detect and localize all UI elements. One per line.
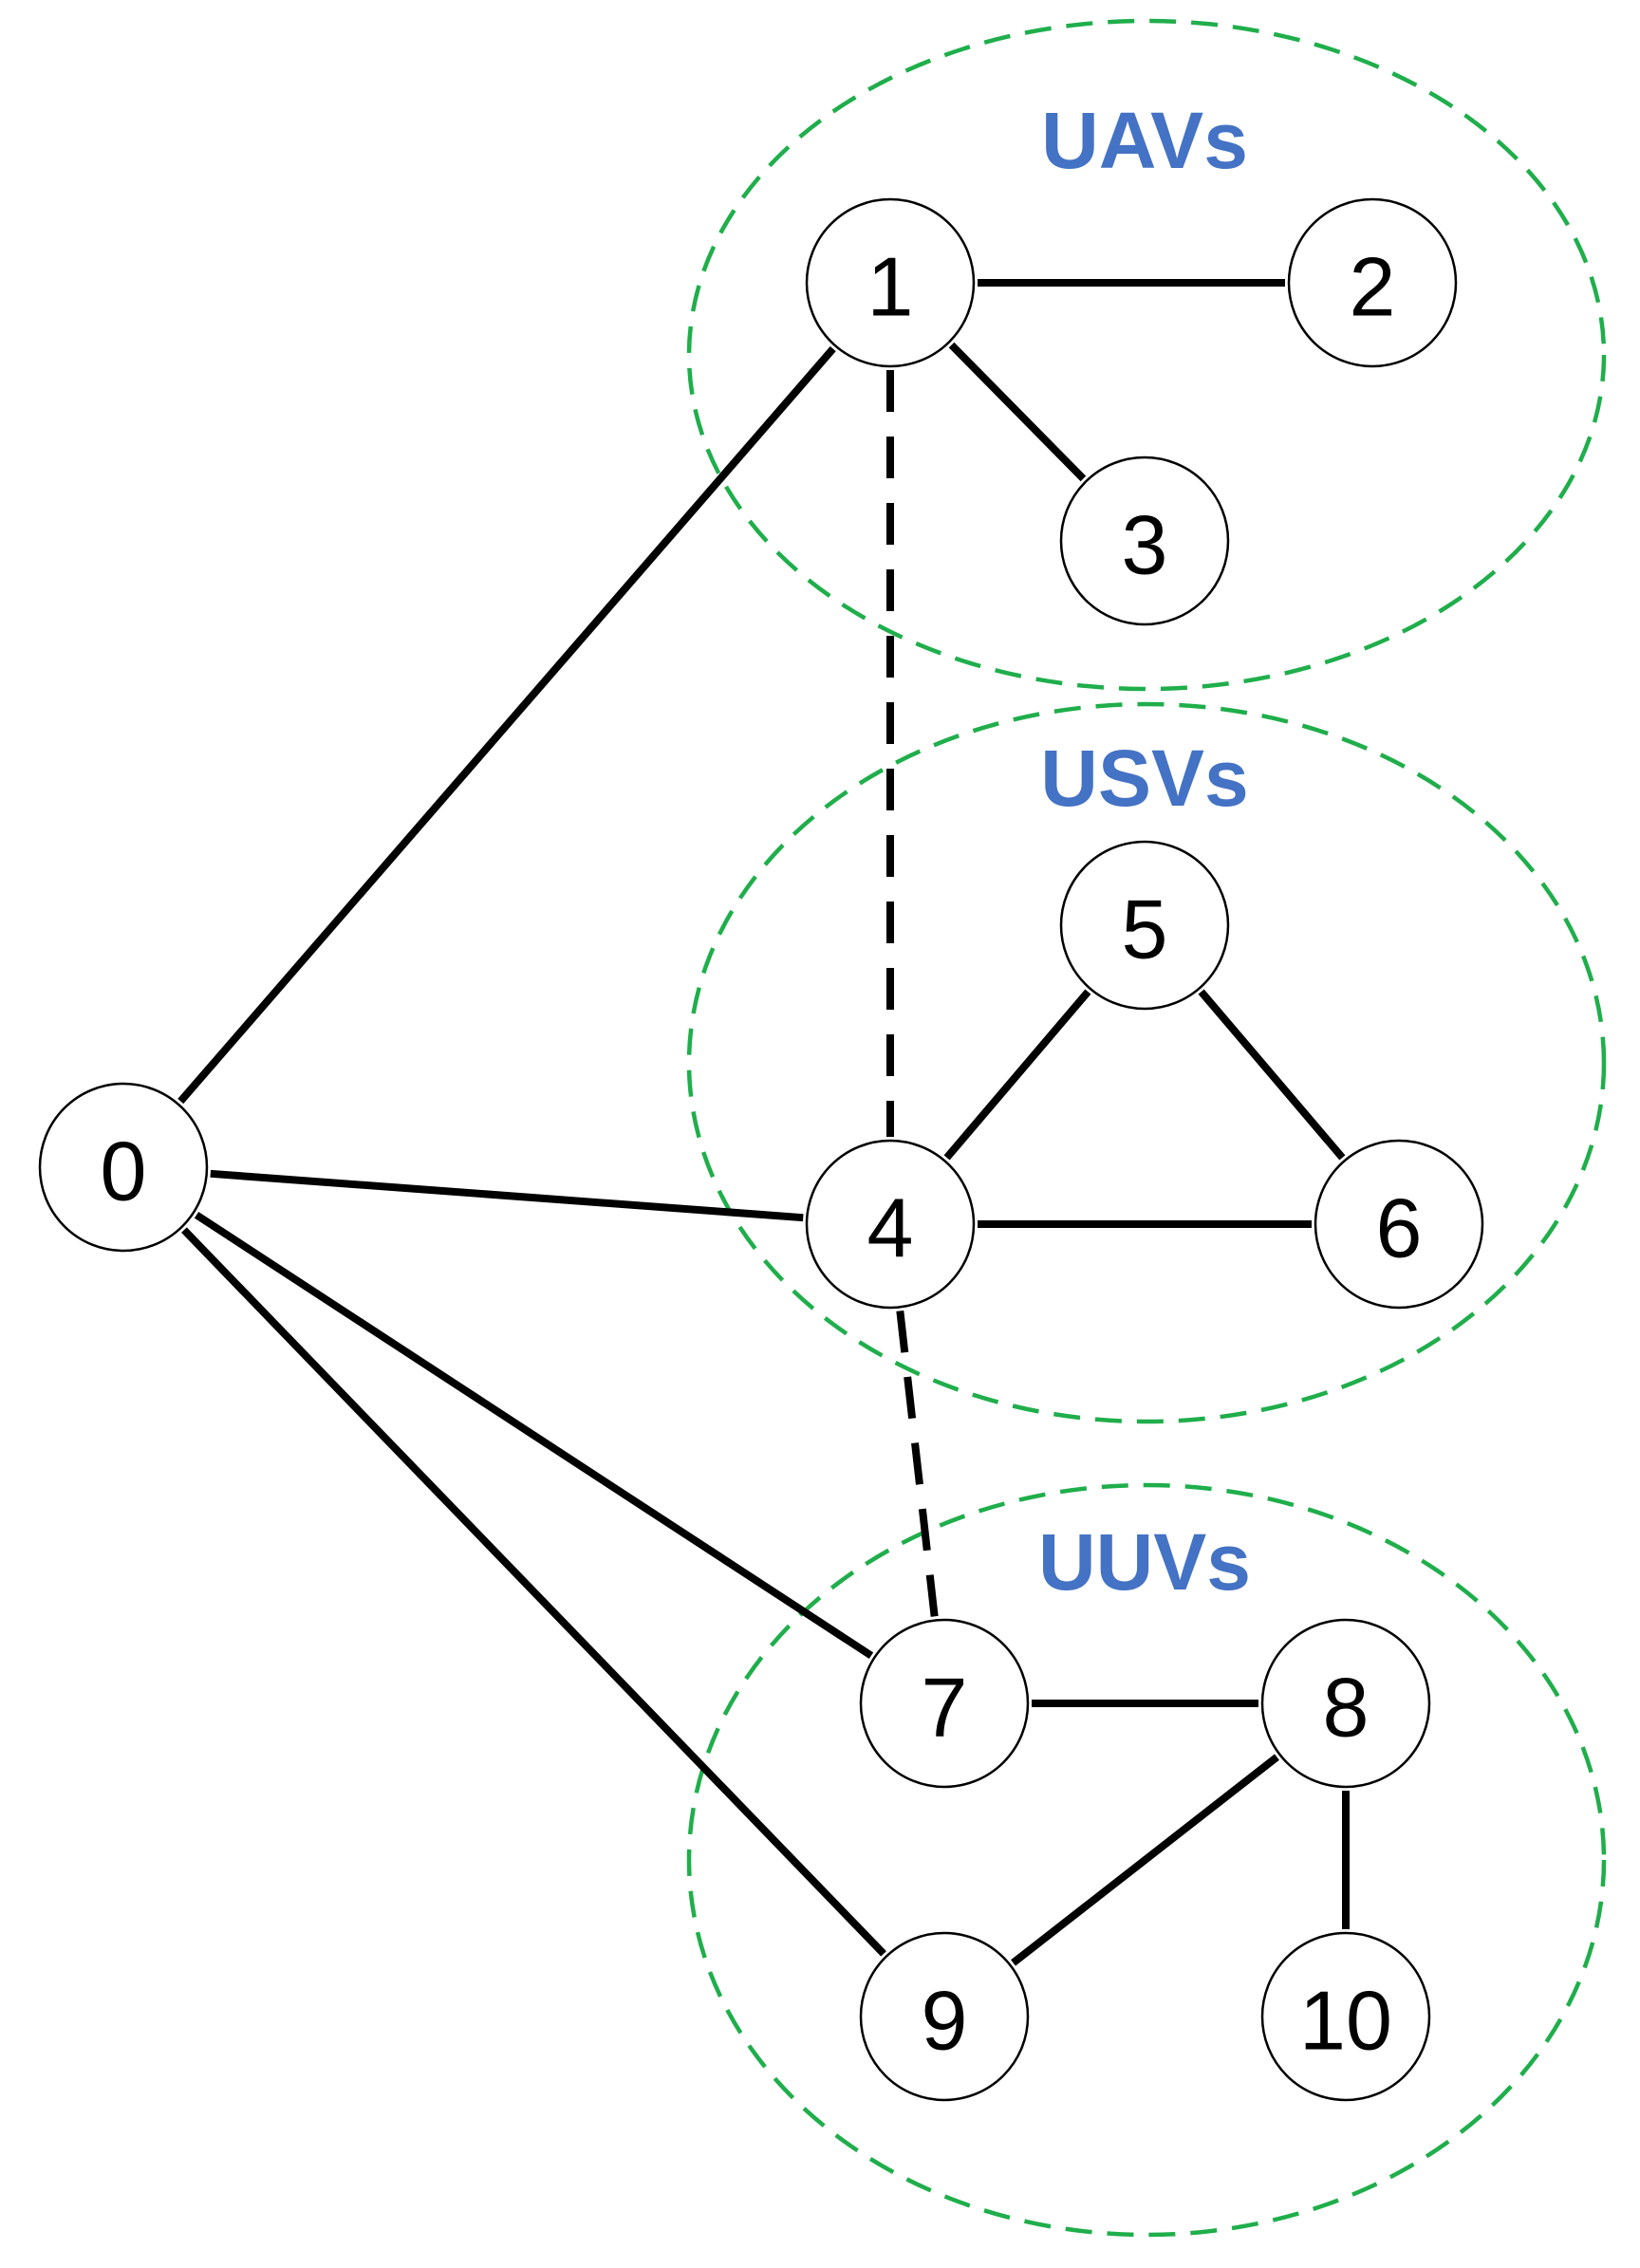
node-circle-3	[1059, 455, 1230, 626]
node-label-0: 0	[101, 1125, 147, 1218]
node-10: 10	[1260, 1931, 1431, 2102]
group-boundary-usv	[686, 701, 1607, 1424]
node-label-10: 10	[1299, 1974, 1392, 2068]
node-label-4: 4	[867, 1181, 914, 1275]
edge-4-7	[896, 1310, 939, 1618]
node-7: 7	[859, 1618, 1030, 1789]
node-circle-8	[1260, 1618, 1431, 1789]
edge-0-9	[181, 1227, 886, 1957]
group-label-usv: USVs	[1040, 734, 1248, 823]
edge-5-6	[1198, 989, 1346, 1161]
group-label-uuv: UUVs	[1038, 1517, 1251, 1607]
group-label-uav: UAVs	[1041, 96, 1248, 185]
node-label-9: 9	[922, 1974, 968, 2068]
node-circle-2	[1287, 197, 1458, 368]
node-4: 4	[805, 1139, 976, 1310]
node-circle-6	[1314, 1139, 1484, 1310]
node-2: 2	[1287, 197, 1458, 368]
edge-8-9	[1011, 1754, 1279, 1966]
node-circle-1	[805, 197, 976, 368]
node-label-1: 1	[867, 240, 914, 334]
node-9: 9	[859, 1931, 1030, 2102]
node-circle-10	[1260, 1931, 1431, 2102]
node-3: 3	[1059, 455, 1230, 626]
group-boundary-uuv	[686, 1482, 1607, 2238]
edge-0-1	[177, 345, 836, 1105]
node-6: 6	[1314, 1139, 1484, 1310]
node-8: 8	[1260, 1618, 1431, 1789]
node-5: 5	[1059, 840, 1230, 1011]
node-label-3: 3	[1122, 498, 1168, 592]
node-label-8: 8	[1323, 1661, 1370, 1755]
node-circle-9	[859, 1931, 1030, 2102]
edge-4-5	[943, 989, 1091, 1161]
edge-0-4	[210, 1169, 804, 1222]
edge-1-3	[948, 342, 1087, 482]
node-circle-5	[1059, 840, 1230, 1011]
node-layer: 0 1 2 3 4 5 6 7 8 9 10	[38, 197, 1484, 2102]
group-boundary-uav	[686, 18, 1607, 692]
node-0: 0	[38, 1082, 209, 1253]
node-label-5: 5	[1122, 883, 1168, 976]
node-circle-0	[38, 1082, 209, 1253]
edge-layer	[177, 279, 1350, 1966]
node-circle-7	[859, 1618, 1030, 1789]
node-circle-4	[805, 1139, 976, 1310]
node-1: 1	[805, 197, 976, 368]
edge-0-7	[194, 1211, 874, 1660]
node-label-6: 6	[1376, 1181, 1423, 1275]
node-label-2: 2	[1350, 240, 1396, 334]
node-label-7: 7	[922, 1661, 968, 1755]
